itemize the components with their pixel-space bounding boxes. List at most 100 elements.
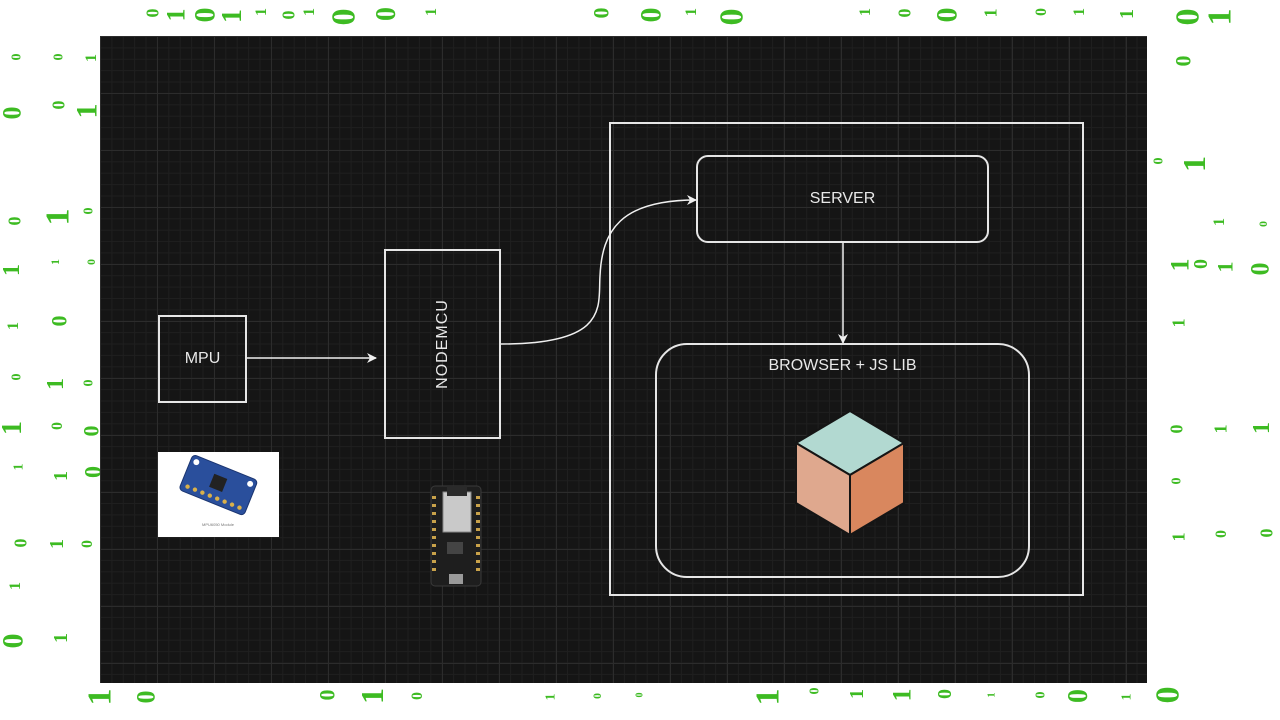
binary-digit: 0 [1245, 262, 1275, 276]
mpu-module-caption: MPU6050 Module [202, 522, 235, 527]
nodemcu-board-image [430, 485, 482, 587]
binary-digit: 0 [588, 7, 614, 19]
binary-digit: 1 [43, 378, 69, 390]
mpu-sensor-board-image: MPU6050 Module [158, 452, 279, 537]
mpu-label: MPU [184, 350, 221, 367]
binary-digit: 0 [278, 10, 299, 20]
binary-digit: 0 [4, 216, 25, 226]
server-container[interactable] [609, 122, 1084, 596]
binary-digit: 1 [1116, 9, 1138, 19]
nodemcu-label: NODEMCU [433, 299, 451, 389]
binary-digit: 1 [50, 633, 72, 643]
edge-nodemcu-to-server[interactable] [500, 195, 697, 345]
binary-digit: 1 [543, 693, 559, 701]
server-label: SERVER [809, 190, 876, 207]
binary-digit: 0 [81, 207, 97, 215]
binary-digit: 1 [0, 421, 28, 435]
binary-digit: 1 [1249, 422, 1275, 434]
binary-digit: 0 [10, 538, 31, 548]
binary-digit: 0 [1033, 8, 1050, 16]
binary-digit: 1 [1212, 261, 1238, 273]
diagram-canvas[interactable]: MPU NODEMCU SERVER BROWSER + JS LIB [100, 36, 1147, 683]
binary-digit: 0 [51, 53, 67, 61]
binary-digit: 1 [423, 8, 440, 16]
mpu-board-drawing: MPU6050 Module [179, 455, 258, 527]
binary-digit: 0 [49, 422, 66, 430]
binary-digit: 1 [683, 8, 700, 16]
binary-digit: 0 [1063, 689, 1094, 703]
binary-digit: 1 [1165, 258, 1195, 272]
binary-digit: 0 [409, 692, 426, 700]
binary-digit: 0 [48, 100, 69, 110]
binary-digit: 0 [1170, 55, 1196, 67]
binary-digit: 0 [590, 693, 604, 699]
binary-digit: 0 [1166, 424, 1187, 434]
binary-digit: 1 [980, 8, 1001, 18]
binary-digit: 1 [253, 8, 270, 16]
server-node[interactable]: SERVER [696, 155, 989, 243]
binary-digit: 0 [84, 259, 98, 265]
binary-digit: 0 [1169, 8, 1207, 26]
binary-digit: 1 [354, 688, 390, 704]
binary-digit: 0 [9, 373, 25, 381]
binary-digit: 1 [1071, 8, 1088, 16]
binary-digit: 1 [0, 264, 25, 276]
binary-digit: 1 [161, 8, 191, 22]
binary-digit: 1 [48, 259, 62, 265]
binary-digit: 0 [713, 8, 751, 26]
binary-digit: 0 [314, 689, 340, 701]
binary-digit: 1 [7, 582, 24, 590]
binary-digit: 0 [1151, 157, 1167, 165]
cube-icon [794, 409, 906, 537]
binary-digit: 1 [1201, 8, 1239, 26]
binary-digit: 0 [934, 689, 956, 699]
binary-digit: 1 [1210, 424, 1231, 434]
binary-digit: 1 [301, 8, 318, 16]
nodemcu-node[interactable]: NODEMCU [384, 249, 501, 439]
binary-digit: 0 [325, 8, 363, 26]
binary-digit: 0 [1256, 221, 1270, 227]
binary-digit: 0 [79, 540, 96, 548]
browser-label: BROWSER + JS LIB [768, 357, 917, 374]
binary-digit: 1 [50, 471, 72, 481]
binary-digit: 0 [0, 634, 30, 649]
binary-digit: 1 [986, 692, 998, 698]
binary-digit: 0 [1149, 686, 1187, 704]
binary-digit: 1 [1211, 218, 1228, 226]
binary-digit: 0 [188, 7, 222, 23]
mpu-node[interactable]: MPU [158, 315, 247, 403]
binary-digit: 0 [634, 7, 668, 23]
binary-digit: 0 [46, 315, 72, 327]
binary-digit: 0 [1169, 477, 1185, 485]
binary-digit: 1 [5, 322, 22, 330]
connectors [247, 122, 1084, 596]
binary-digit: 1 [70, 103, 104, 119]
binary-digit: 1 [1176, 156, 1212, 172]
binary-digit: 1 [846, 689, 868, 699]
binary-digit: 1 [857, 8, 874, 16]
binary-digit: 0 [81, 379, 97, 387]
binary-digit: 1 [749, 688, 787, 706]
binary-digit: 0 [371, 7, 402, 21]
binary-digit: 1 [1168, 318, 1189, 328]
binary-digit: 0 [807, 687, 823, 695]
binary-digit: 1 [217, 9, 248, 23]
binary-digit: 0 [131, 690, 161, 704]
binary-digit: 0 [1033, 691, 1049, 699]
binary-digit: 0 [9, 53, 25, 61]
binary-digit: 0 [0, 106, 27, 120]
binary-digit: 1 [46, 539, 68, 549]
binary-digit: 0 [1256, 528, 1277, 538]
binary-digit: 1 [1168, 532, 1189, 542]
binary-digit: 1 [39, 208, 77, 226]
binary-digit: 0 [634, 692, 646, 698]
binary-digit: 0 [930, 7, 964, 23]
binary-digit: 1 [1119, 693, 1135, 701]
binary-digit: 1 [887, 688, 917, 702]
binary-digit: 0 [1213, 530, 1230, 538]
binary-digit: 1 [81, 688, 119, 706]
browser-node[interactable]: BROWSER + JS LIB [655, 343, 1030, 578]
binary-digit: 0 [142, 8, 163, 18]
binary-digit: 0 [894, 8, 915, 18]
binary-digit: 1 [11, 463, 27, 471]
